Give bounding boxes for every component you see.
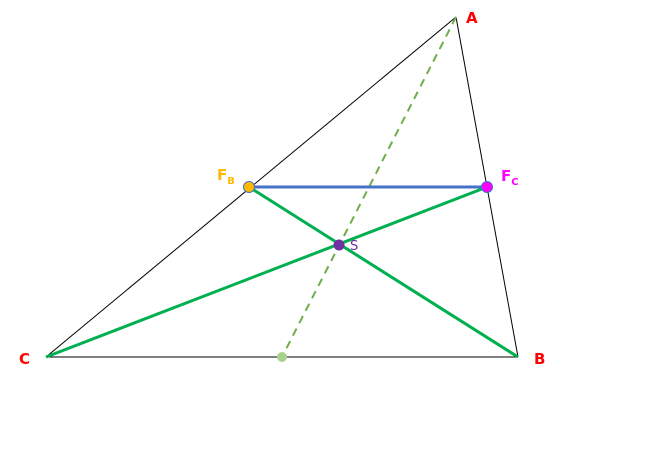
midpoint-CB[interactable] bbox=[277, 352, 287, 362]
point-FC[interactable] bbox=[481, 181, 493, 193]
median-B bbox=[248, 185, 519, 359]
label-FC: FC bbox=[501, 167, 519, 188]
median-C bbox=[45, 185, 488, 359]
label-B: B bbox=[534, 350, 545, 368]
label-FB: FB bbox=[217, 166, 235, 187]
point-FB[interactable] bbox=[243, 181, 255, 193]
label-C: C bbox=[19, 350, 30, 368]
median-A-dashed bbox=[281, 16, 457, 358]
label-A: A bbox=[466, 9, 478, 27]
label-S: S bbox=[350, 239, 358, 254]
point-S[interactable] bbox=[333, 239, 345, 251]
